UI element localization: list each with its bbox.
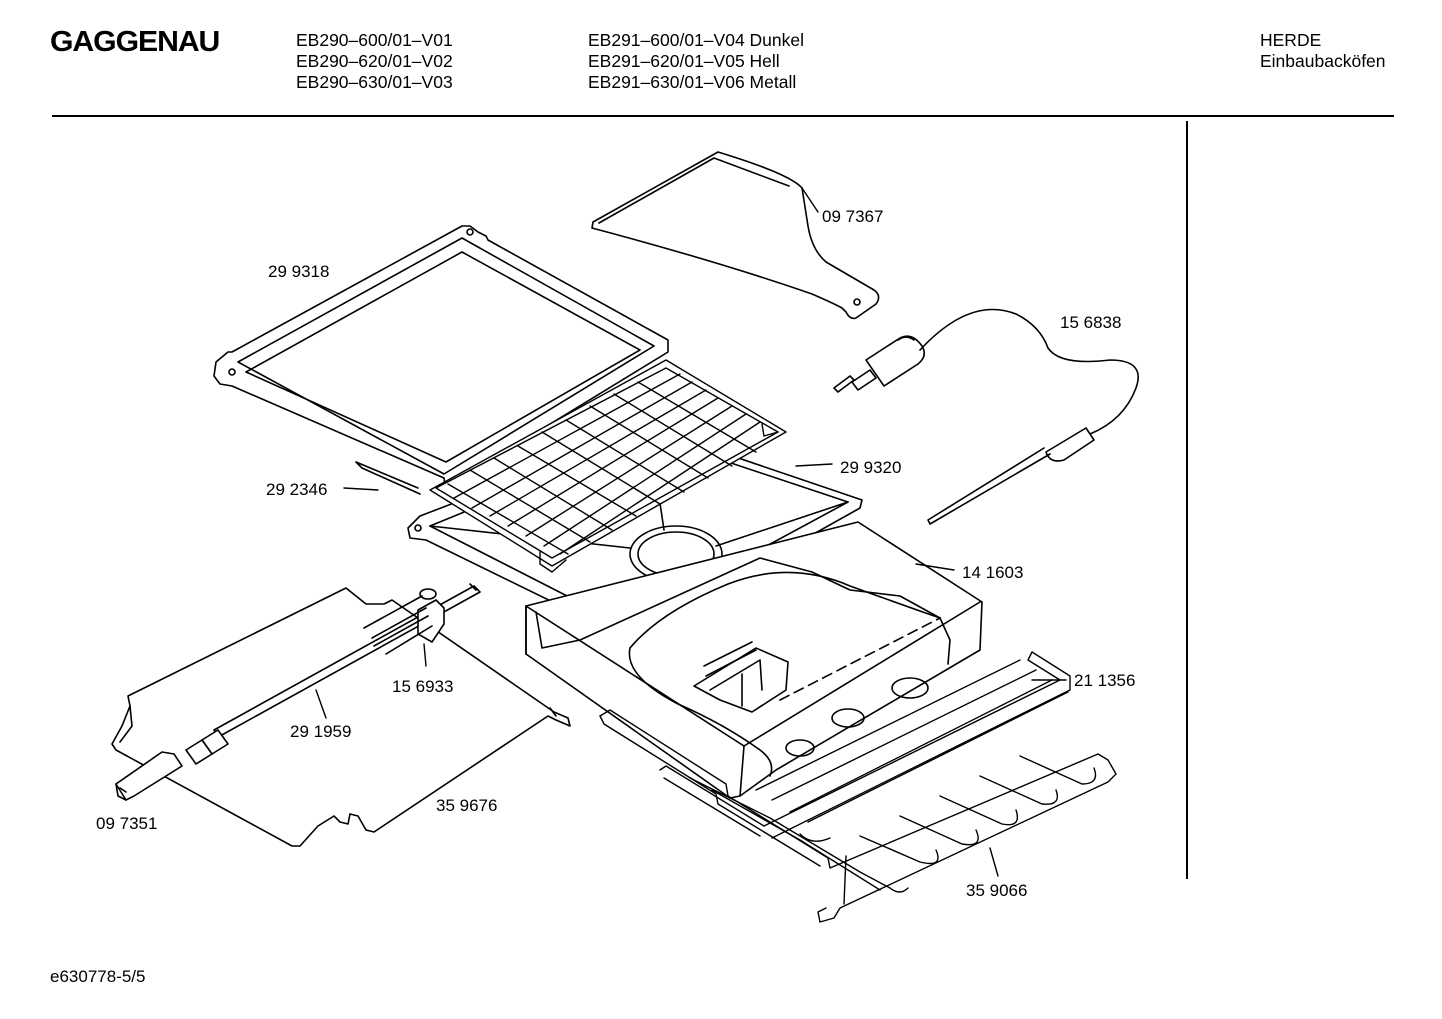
model-number: EB291–630/01–V06 Metall bbox=[588, 72, 797, 92]
baking-tray-part bbox=[213, 225, 669, 493]
part-label: 15 6838 bbox=[1060, 313, 1121, 332]
part-label: 29 1959 bbox=[290, 722, 351, 741]
part-label: 09 7367 bbox=[822, 207, 883, 226]
part-label: 21 1356 bbox=[1074, 671, 1135, 690]
oven-rack-part bbox=[429, 359, 787, 573]
brand-logo: GAGGENAU bbox=[50, 26, 220, 58]
roasting-rack-part bbox=[599, 651, 1117, 923]
part-label: 29 9318 bbox=[268, 262, 329, 281]
model-number: EB290–630/01–V03 bbox=[296, 72, 453, 92]
part-label: 29 9320 bbox=[840, 458, 901, 477]
rack-frame-part bbox=[355, 461, 421, 495]
part-label: 35 9066 bbox=[966, 881, 1027, 900]
category-subtitle: Einbaubacköfen bbox=[1260, 51, 1386, 71]
model-number: EB290–620/01–V02 bbox=[296, 51, 453, 71]
meat-probe-part bbox=[833, 308, 1139, 525]
rotisserie-frame-part bbox=[111, 587, 571, 847]
category-title: HERDE bbox=[1260, 30, 1322, 50]
category-block: HERDE Einbaubacköfen bbox=[1260, 30, 1386, 72]
part-label: 35 9676 bbox=[436, 796, 497, 815]
part-label: 15 6933 bbox=[392, 677, 453, 696]
model-number: EB290–600/01–V01 bbox=[296, 30, 453, 50]
document-id: e630778-5/5 bbox=[50, 967, 146, 986]
leader-lines bbox=[315, 187, 1067, 877]
part-label: 14 1603 bbox=[962, 563, 1023, 582]
part-label: 29 2346 bbox=[266, 480, 327, 499]
side-divider bbox=[1186, 121, 1188, 879]
pizza-peel-part bbox=[591, 151, 880, 320]
model-number: EB291–620/01–V05 Hell bbox=[588, 51, 780, 71]
spit-handle-part bbox=[115, 751, 183, 801]
model-list-eb290: EB290–600/01–V01 EB290–620/01–V02 EB290–… bbox=[296, 30, 453, 93]
header-divider bbox=[52, 115, 1394, 117]
part-labels: 09 7367 29 9318 15 6838 29 9320 29 2346 … bbox=[96, 207, 1135, 900]
model-number: EB291–600/01–V04 Dunkel bbox=[588, 30, 805, 50]
rotisserie-spit-part bbox=[185, 583, 481, 765]
model-list-eb291: EB291–600/01–V04 Dunkel EB291–620/01–V05… bbox=[588, 30, 804, 93]
part-label: 09 7351 bbox=[96, 814, 157, 833]
